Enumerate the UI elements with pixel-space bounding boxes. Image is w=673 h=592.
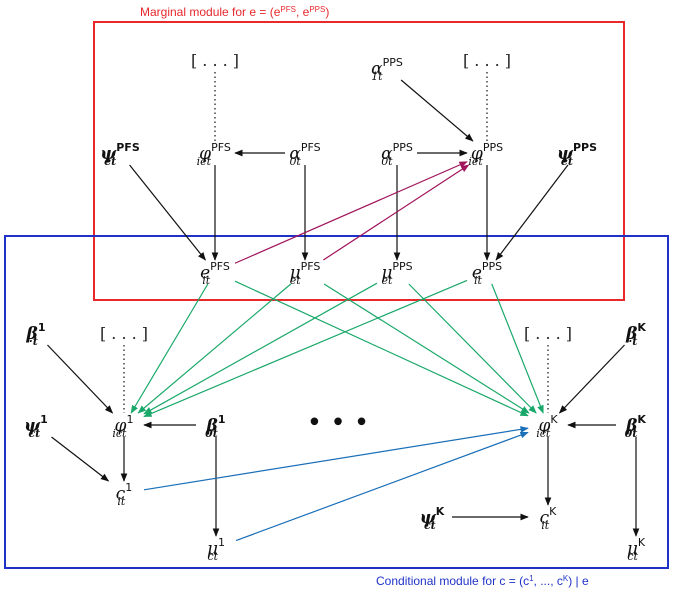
node-cK-dots: [ . . . ] bbox=[524, 324, 572, 343]
edge-mu_pfs-to-phi_cK bbox=[323, 283, 530, 414]
marginal-module-box bbox=[93, 21, 625, 301]
edge-e_pps-to-phi_cK bbox=[491, 283, 544, 414]
edge-mu_c1-to-phi_cK bbox=[235, 431, 529, 542]
edge-betaK-to-phi_cK bbox=[558, 344, 625, 414]
node-pfs-dots: [ . . . ] bbox=[191, 51, 239, 70]
edges-layer bbox=[47, 72, 640, 542]
node-beta1: β1·t bbox=[26, 321, 46, 348]
conditional-module-caption: Conditional module for c = (c1, ..., cK)… bbox=[376, 574, 589, 589]
edge-beta1-to-phi_c1 bbox=[47, 344, 114, 414]
edge-c1-to-phi_cK bbox=[143, 426, 529, 491]
node-betaK: βK·t bbox=[625, 321, 646, 348]
edge-psi_pps-to-e_pps bbox=[495, 164, 569, 261]
node-mid-dots: • • • bbox=[307, 408, 370, 438]
marginal-module-caption: Marginal module for e = (ePFS, ePPS) bbox=[140, 5, 329, 20]
edge-mu_pfs-to-phi_pps bbox=[323, 164, 470, 261]
edge-psi_c1-to-c1 bbox=[51, 436, 110, 482]
edge-e_pfs-to-phi_c1 bbox=[130, 283, 209, 414]
edge-mu_pps-to-phi_cK bbox=[408, 283, 537, 414]
edge-e_pfs-to-phi_pps bbox=[234, 161, 468, 264]
edge-alpha1-to-phi_pps bbox=[400, 79, 474, 142]
edge-psi_pfs-to-e_pfs bbox=[129, 164, 206, 261]
edge-mu_pfs-to-phi_c1 bbox=[137, 283, 292, 414]
edge-e_pfs-to-phi_cK bbox=[234, 280, 529, 417]
node-pps-dots: [ . . . ] bbox=[463, 51, 511, 70]
edge-e_pps-to-phi_c1 bbox=[143, 279, 468, 418]
node-c1-dots: [ . . . ] bbox=[100, 324, 148, 343]
edge-mu_pps-to-phi_c1 bbox=[143, 282, 378, 415]
conditional-module-box bbox=[4, 235, 669, 569]
